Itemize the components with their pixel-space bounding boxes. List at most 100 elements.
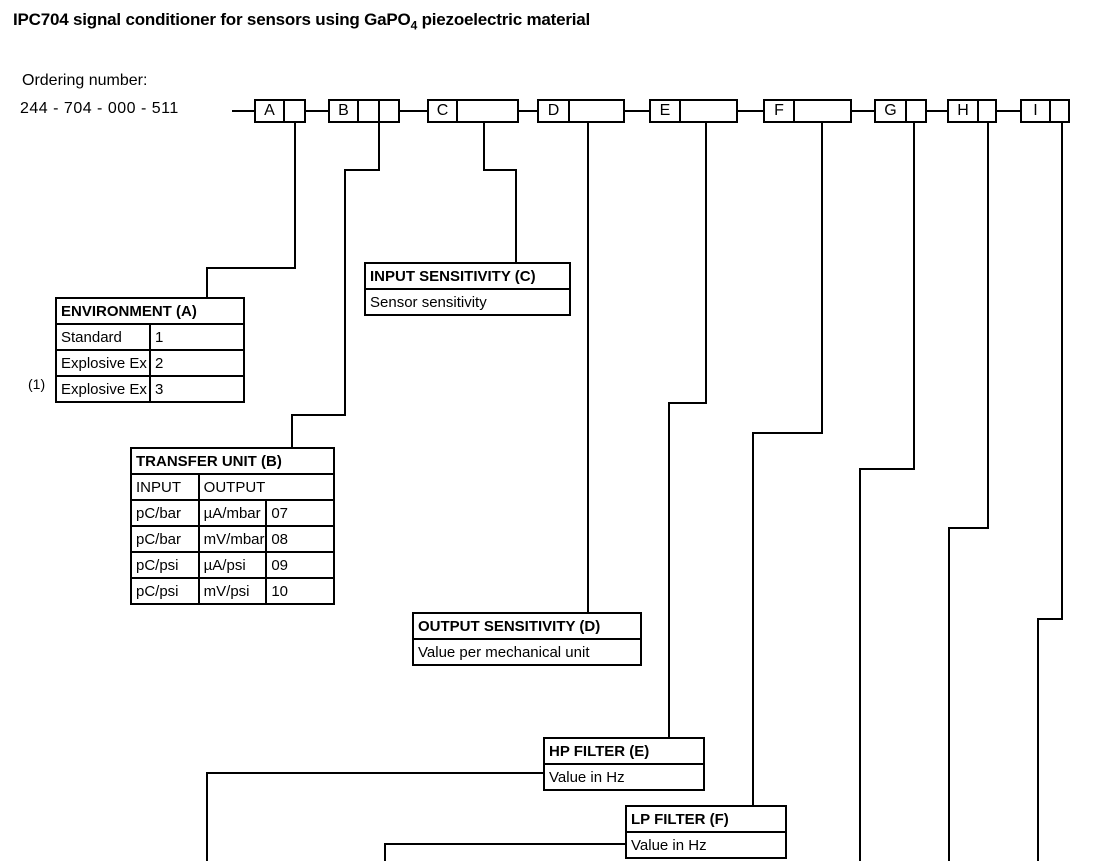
code-box-b: B	[328, 99, 400, 123]
connector-h-down	[948, 123, 989, 861]
code-box-c-value-cell	[458, 101, 517, 121]
code-box-d-value-cell	[570, 101, 623, 121]
code-box-h-letter: H	[949, 101, 979, 121]
table-row: Explosive Ex i 2	[55, 349, 245, 377]
environment-row-code: 1	[149, 323, 245, 351]
transfer-unit-output: µA/mbar	[197, 499, 268, 527]
connector-c-to-input-sensitivity	[483, 123, 517, 263]
connector-b-to-transfer-unit	[291, 123, 380, 448]
lp-filter-table: LP FILTER (F) Value in Hz	[625, 805, 787, 859]
code-box-b-letter: B	[330, 101, 359, 121]
environment-row-code: 2	[149, 349, 245, 377]
transfer-unit-input: pC/psi	[130, 551, 200, 579]
connector-g-down	[859, 123, 915, 861]
environment-table: ENVIRONMENT (A) Standard 1 Explosive Ex …	[55, 297, 245, 403]
table-row: LP FILTER (F)	[625, 805, 787, 833]
lp-filter-title: LP FILTER (F)	[625, 805, 787, 833]
transfer-unit-table-title: TRANSFER UNIT (B)	[130, 447, 335, 475]
table-row: INPUT OUTPUT	[130, 473, 336, 501]
table-row: pC/bar mV/mbar 08	[130, 525, 335, 553]
code-box-e-letter: E	[651, 101, 681, 121]
hp-filter-title: HP FILTER (E)	[543, 737, 705, 765]
transfer-unit-input: pC/bar	[130, 499, 200, 527]
transfer-unit-code: 08	[265, 525, 335, 553]
transfer-unit-col-input: INPUT	[130, 473, 200, 501]
ordering-number-label: Ordering number:	[22, 72, 148, 89]
connector-lp-filter-left	[384, 843, 626, 861]
code-box-h-value-cell	[979, 101, 995, 121]
code-box-i: I	[1020, 99, 1070, 123]
code-box-f: F	[763, 99, 852, 123]
table-row: OUTPUT SENSITIVITY (D)	[412, 612, 642, 640]
transfer-unit-code: 10	[265, 577, 335, 605]
table-row: TRANSFER UNIT (B)	[130, 447, 335, 475]
input-sensitivity-table: INPUT SENSITIVITY (C) Sensor sensitivity	[364, 262, 571, 316]
lp-filter-value: Value in Hz	[625, 831, 787, 859]
code-box-g-letter: G	[876, 101, 907, 121]
table-row: pC/psi µA/psi 09	[130, 551, 335, 579]
output-sensitivity-title: OUTPUT SENSITIVITY (D)	[412, 612, 642, 640]
environment-table-title: ENVIRONMENT (A)	[55, 297, 245, 325]
table-row: Explosive Ex nA 3	[55, 375, 245, 403]
environment-row-code: 3	[149, 375, 245, 403]
transfer-unit-col-output: OUTPUT	[197, 473, 336, 501]
transfer-unit-code: 09	[265, 551, 335, 579]
code-box-a: A	[254, 99, 306, 123]
code-box-c-letter: C	[429, 101, 458, 121]
transfer-unit-output: µA/psi	[197, 551, 268, 579]
code-box-a-value-cell	[285, 101, 304, 121]
table-row: Value per mechanical unit	[412, 638, 642, 666]
page-title: IPC704 signal conditioner for sensors us…	[13, 10, 590, 32]
table-row: Value in Hz	[543, 763, 705, 791]
code-box-g: G	[874, 99, 927, 123]
table-row: INPUT SENSITIVITY (C)	[364, 262, 571, 290]
code-box-a-letter: A	[256, 101, 285, 121]
environment-footnote-marker: (1)	[28, 376, 46, 392]
table-row: ENVIRONMENT (A)	[55, 297, 245, 325]
transfer-unit-output: mV/psi	[197, 577, 268, 605]
transfer-unit-output: mV/mbar	[197, 525, 268, 553]
connector-e-to-hp-filter	[668, 123, 707, 738]
transfer-unit-table: TRANSFER UNIT (B) INPUT OUTPUT pC/bar µA…	[130, 447, 336, 605]
table-row: Standard 1	[55, 323, 245, 351]
table-row: pC/bar µA/mbar 07	[130, 499, 335, 527]
code-box-c: C	[427, 99, 519, 123]
code-box-i-letter: I	[1022, 101, 1051, 121]
connector-f-to-lp-filter	[752, 123, 823, 806]
output-sensitivity-value: Value per mechanical unit	[412, 638, 642, 666]
input-sensitivity-title: INPUT SENSITIVITY (C)	[364, 262, 571, 290]
connector-i-down	[1037, 123, 1063, 861]
code-box-b-value-cell-2	[377, 101, 399, 121]
code-box-i-value-cell	[1051, 101, 1068, 121]
page-title-suffix: piezoelectric material	[417, 10, 591, 29]
hp-filter-value: Value in Hz	[543, 763, 705, 791]
transfer-unit-input: pC/bar	[130, 525, 200, 553]
environment-row-label: Standard	[55, 323, 151, 351]
page-title-subscript: 4	[410, 18, 418, 33]
input-sensitivity-value: Sensor sensitivity	[364, 288, 571, 316]
table-row: Sensor sensitivity	[364, 288, 571, 316]
connector-hp-filter-left	[206, 772, 544, 861]
table-row: Value in Hz	[625, 831, 787, 859]
ordering-number-value: 244 - 704 - 000 - 511	[20, 100, 179, 117]
code-box-f-value-cell	[795, 101, 850, 121]
code-box-d-letter: D	[539, 101, 570, 121]
connector-a-to-environment	[206, 123, 296, 297]
environment-row-label: Explosive Ex i	[55, 349, 151, 377]
table-row: pC/psi mV/psi 10	[130, 577, 335, 605]
transfer-unit-code: 07	[265, 499, 335, 527]
table-row: HP FILTER (E)	[543, 737, 705, 765]
transfer-unit-input: pC/psi	[130, 577, 200, 605]
code-box-b-value-cell-1	[359, 101, 378, 121]
code-box-e-value-cell	[681, 101, 736, 121]
page-title-prefix: IPC704 signal conditioner for sensors us…	[13, 10, 411, 29]
hp-filter-table: HP FILTER (E) Value in Hz	[543, 737, 705, 791]
code-box-e: E	[649, 99, 738, 123]
code-box-f-letter: F	[765, 101, 795, 121]
environment-row-label: Explosive Ex nA	[55, 375, 151, 403]
code-box-g-value-cell	[907, 101, 925, 121]
code-box-h: H	[947, 99, 997, 123]
code-box-d: D	[537, 99, 625, 123]
